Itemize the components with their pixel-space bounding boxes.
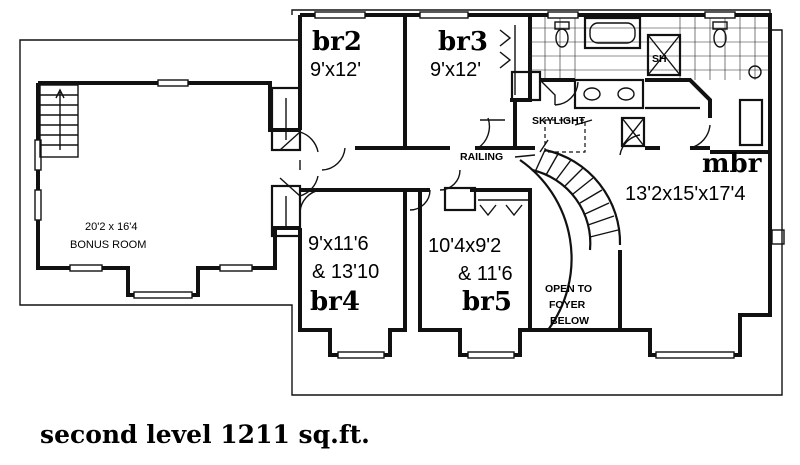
br5-name: br5: [462, 287, 512, 317]
bonus-room-size: 20'2 x 16'4: [85, 221, 138, 233]
tile-grid: [530, 15, 770, 80]
hall-walls: [299, 146, 405, 170]
br3-size: 9'x12': [430, 59, 481, 81]
br5-size-line2: & 11'6: [458, 263, 513, 285]
br4-size-line1: 9'x11'6: [308, 233, 369, 255]
bonus-room-name: BONUS ROOM: [70, 239, 146, 251]
br5-size-line1: 10'4x9'2: [428, 235, 501, 257]
br4-name: br4: [310, 287, 360, 317]
stair-treads: [534, 149, 619, 238]
railing-leader: [514, 154, 536, 158]
floor-caption: second level 1211 sq.ft.: [40, 420, 370, 449]
mbr-name: mbr: [702, 149, 762, 179]
bedroom-5: [405, 169, 532, 359]
skylight-label: SKYLIGHT: [532, 115, 586, 127]
below-label: BELOW: [550, 315, 589, 327]
hall-closets: [270, 86, 302, 238]
br2-size: 9'x12': [310, 59, 361, 81]
bonus-room-walls: [34, 79, 300, 299]
br3-name: br3: [438, 27, 488, 57]
mbr-size: 13'2x15'x17'4: [625, 183, 745, 205]
stair-and-skylight: [515, 119, 622, 332]
open-to-label: OPEN TO: [545, 283, 592, 295]
shower-label: SH: [652, 53, 667, 65]
foyer-label: FOYER: [549, 299, 586, 311]
master-bedroom: [619, 98, 785, 359]
railing-label: RAILING: [460, 151, 503, 163]
br4-size-line2: & 13'10: [312, 261, 379, 283]
br2-name: br2: [312, 27, 362, 57]
bedroom-4: [298, 188, 407, 359]
master-bathroom: [510, 11, 772, 152]
